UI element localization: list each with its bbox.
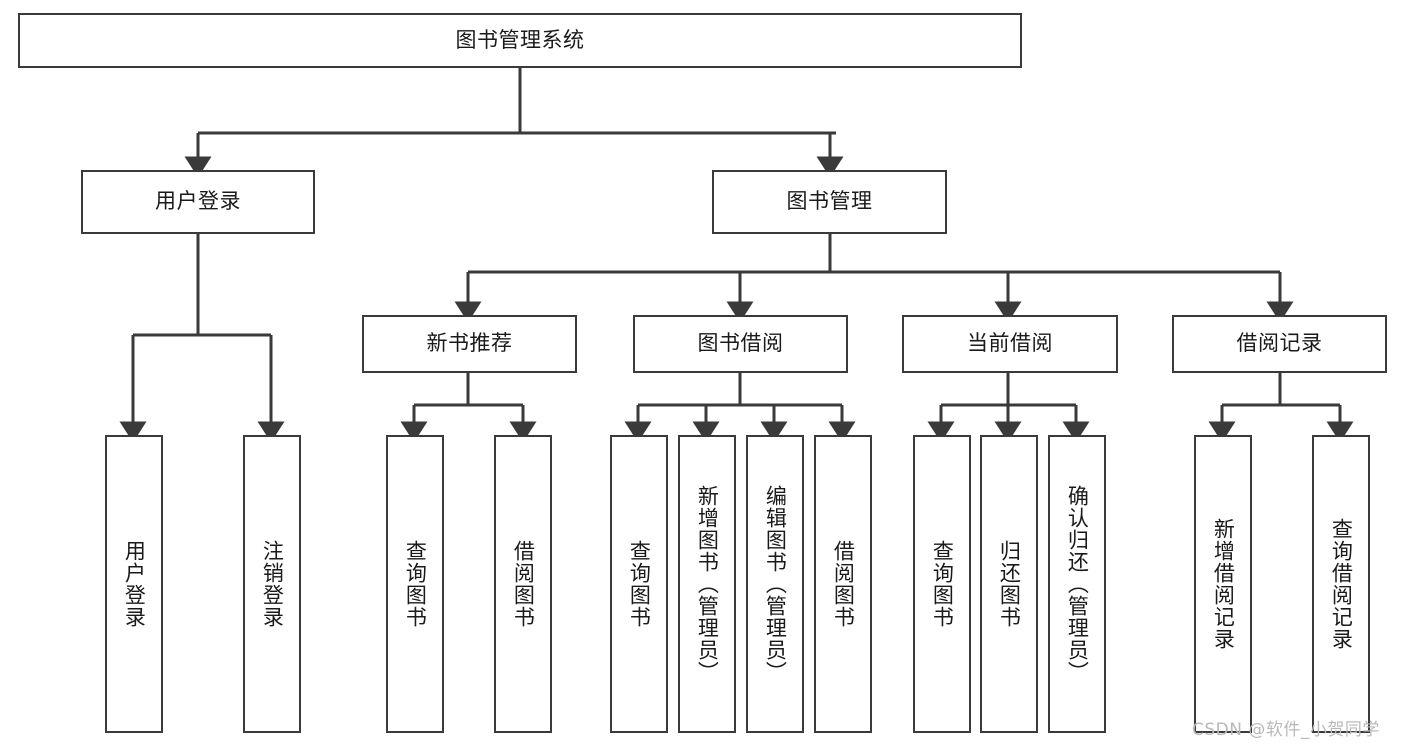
node-label: 编辑图书（管理员） <box>763 485 788 683</box>
leaf-add-borrow-record[interactable]: 新增借阅记录 <box>1194 435 1252 733</box>
node-book-borrowing[interactable]: 图书借阅 <box>633 315 848 373</box>
node-label: 借阅图书 <box>511 540 536 628</box>
node-label: 用户登录 <box>122 540 147 628</box>
node-label: 新增图书（管理员） <box>695 485 720 683</box>
node-label: 归还图书 <box>997 540 1022 628</box>
leaf-user-logout[interactable]: 注销登录 <box>243 435 301 733</box>
node-current-borrowing[interactable]: 当前借阅 <box>902 315 1118 373</box>
node-user-login[interactable]: 用户登录 <box>81 170 315 234</box>
csdn-watermark: CSDN @软件_小贺同学 <box>1192 715 1380 740</box>
leaf-query-book-new[interactable]: 查询图书 <box>386 435 444 733</box>
leaf-add-book-admin[interactable]: 新增图书（管理员） <box>678 435 736 733</box>
node-label: 查询图书 <box>930 540 955 628</box>
node-label: 确认归还（管理员） <box>1065 485 1090 683</box>
leaf-confirm-return-admin[interactable]: 确认归还（管理员） <box>1048 435 1106 733</box>
node-label: 新增借阅记录 <box>1211 518 1236 650</box>
node-label: 注销登录 <box>260 540 285 628</box>
leaf-query-book-current[interactable]: 查询图书 <box>913 435 971 733</box>
node-label: 查询图书 <box>403 540 428 628</box>
node-label: 图书管理 <box>786 189 873 214</box>
node-label: 图书管理系统 <box>455 27 585 52</box>
node-borrowing-record[interactable]: 借阅记录 <box>1172 315 1387 373</box>
node-label: 图书借阅 <box>697 331 784 356</box>
node-label: 查询借阅记录 <box>1329 518 1354 650</box>
node-book-management[interactable]: 图书管理 <box>712 170 947 234</box>
node-label: 新书推荐 <box>426 331 513 356</box>
leaf-return-book[interactable]: 归还图书 <box>980 435 1038 733</box>
leaf-borrow-book[interactable]: 借阅图书 <box>814 435 872 733</box>
node-label: 查询图书 <box>627 540 652 628</box>
leaf-query-borrow-record[interactable]: 查询借阅记录 <box>1312 435 1370 733</box>
node-label: 借阅记录 <box>1236 331 1323 356</box>
node-new-book-recommendation[interactable]: 新书推荐 <box>362 315 577 373</box>
watermark-text: CSDN @软件_小贺同学 <box>1192 720 1380 740</box>
node-root-book-management-system[interactable]: 图书管理系统 <box>18 13 1022 68</box>
leaf-query-book-borrow[interactable]: 查询图书 <box>610 435 668 733</box>
node-label: 用户登录 <box>155 189 241 214</box>
node-label: 当前借阅 <box>967 331 1053 356</box>
leaf-borrow-book-new[interactable]: 借阅图书 <box>494 435 552 733</box>
leaf-edit-book-admin[interactable]: 编辑图书（管理员） <box>746 435 804 733</box>
leaf-user-login[interactable]: 用户登录 <box>105 435 163 733</box>
node-label: 借阅图书 <box>831 540 856 628</box>
